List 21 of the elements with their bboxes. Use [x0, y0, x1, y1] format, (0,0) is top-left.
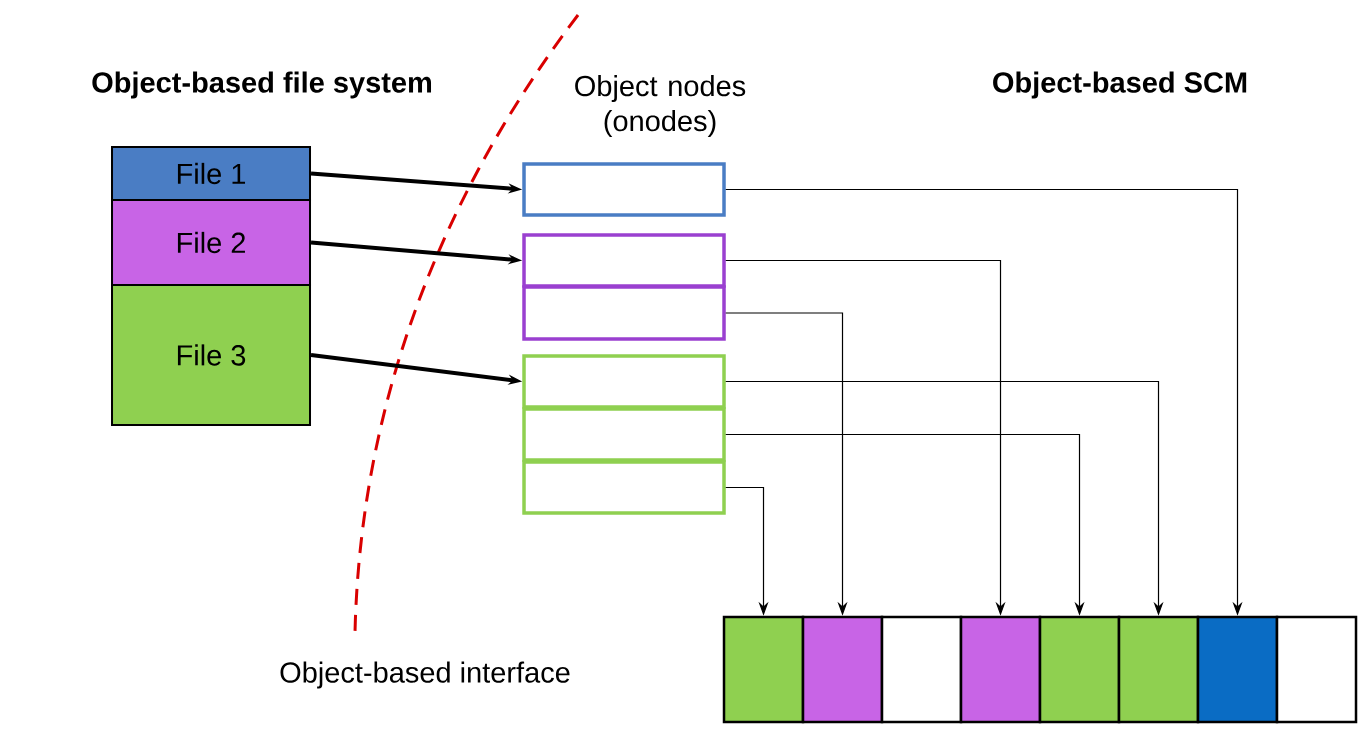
- storage-cell: [880, 615, 963, 724]
- storage-cell: [1117, 615, 1200, 724]
- caption-text: Object-based interface: [280, 661, 570, 689]
- storage-cell: [1196, 615, 1279, 724]
- storage-cell: [1275, 615, 1358, 724]
- storage-cell: [959, 615, 1042, 724]
- onode-box: [522, 285, 726, 341]
- onode-box: [522, 407, 726, 462]
- onode-box: [522, 354, 726, 409]
- storage-cell: [1038, 615, 1121, 724]
- onode-box: [522, 233, 726, 288]
- file-box: File 2: [111, 199, 311, 286]
- storage-cell: [722, 615, 805, 724]
- file-box: File 1: [111, 146, 311, 201]
- onode-box: [522, 460, 726, 515]
- onode-box: [522, 162, 726, 217]
- heading: Object-based file system: [92, 71, 431, 99]
- file-box: File 3: [111, 284, 311, 426]
- caption-text: Object nodes (onodes): [575, 75, 746, 137]
- heading: Object-based SCM: [993, 71, 1247, 99]
- storage-cell: [801, 615, 884, 724]
